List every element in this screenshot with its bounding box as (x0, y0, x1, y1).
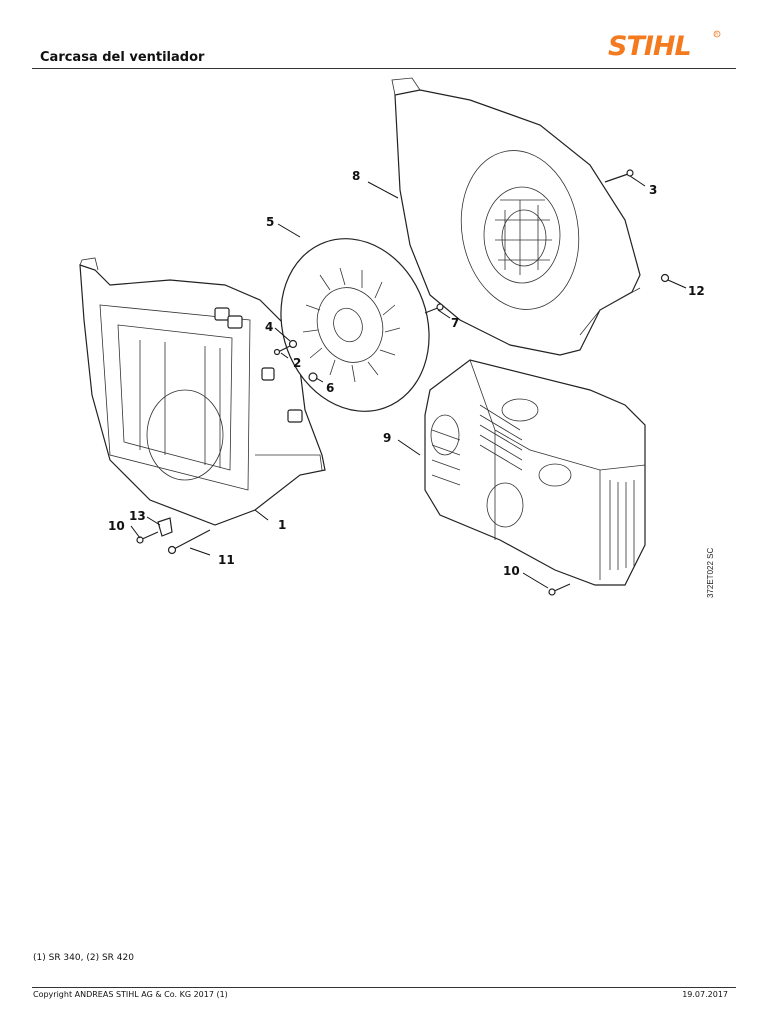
model-footnote: (1) SR 340, (2) SR 420 (33, 953, 134, 963)
drawing-reference-code: 372ET022 SC (706, 547, 715, 598)
callout-5: 5 (266, 215, 274, 229)
fan-wheel (280, 238, 430, 412)
footer-date: 19.07.2017 (682, 990, 728, 999)
hardware-parts (136, 169, 670, 596)
stihl-logo: STIHL R (608, 30, 721, 62)
callout-10-right: 10 (503, 564, 520, 578)
callout-10-left: 10 (108, 519, 125, 533)
callout-3: 3 (649, 183, 657, 197)
callout-2: 2 (293, 356, 301, 370)
callout-6: 6 (326, 381, 334, 395)
callout-13: 13 (129, 509, 146, 523)
callout-9: 9 (383, 431, 391, 445)
page-title: Carcasa del ventilador (40, 50, 205, 65)
stihl-logo-text: STIHL (608, 31, 691, 62)
cylinder-shroud (424, 359, 646, 586)
callout-12: 12 (688, 284, 705, 298)
leader-lines (130, 175, 687, 589)
callout-4: 4 (265, 320, 273, 334)
fan-housing-rear (79, 257, 326, 526)
callout-8: 8 (352, 169, 360, 183)
copyright-text: Copyright ANDREAS STIHL AG & Co. KG 2017… (33, 990, 228, 999)
callout-1: 1 (278, 518, 286, 532)
fan-cover-front (391, 77, 641, 356)
callout-7: 7 (451, 316, 459, 330)
callout-11: 11 (218, 553, 235, 567)
exploded-parts-diagram: 8 3 5 4 2 6 7 12 9 1 13 10 11 10 (79, 77, 705, 596)
header-divider (32, 68, 736, 69)
footer-divider (32, 987, 736, 988)
svg-text:R: R (715, 32, 718, 37)
